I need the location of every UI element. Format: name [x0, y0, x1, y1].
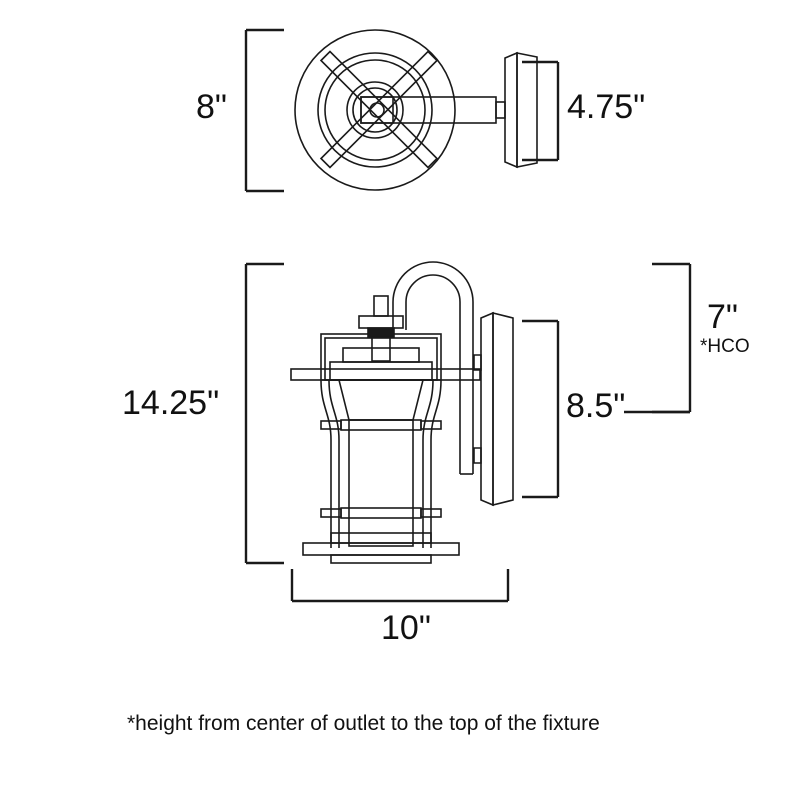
dimension-bracket-height-front	[244, 28, 284, 193]
front-mounting-arm	[360, 96, 506, 124]
dimension-bracket-depth-front	[522, 60, 560, 162]
front-cage-straps	[319, 50, 439, 169]
finial-cap	[358, 295, 404, 362]
cage-side-rails	[320, 379, 442, 548]
lantern-bottom-plate	[302, 532, 460, 564]
dimension-label-height-front: 8"	[196, 88, 227, 126]
footnote-text: *height from center of outlet to the top…	[127, 712, 600, 735]
gooseneck-arm	[392, 261, 474, 475]
dimension-label-hco-note: *HCO	[700, 336, 750, 357]
side-backplate	[473, 311, 514, 507]
dimension-bracket-outlet-to-top	[652, 262, 692, 414]
glass-cylinder	[348, 419, 414, 547]
dimension-bracket-width-side	[290, 569, 510, 603]
front-fixture-rings	[294, 29, 456, 191]
side-view-group	[244, 261, 692, 603]
lantern-top-plate	[320, 333, 442, 381]
dimension-bracket-outlet-to-bottom	[522, 319, 560, 499]
front-view-group	[244, 28, 560, 193]
dimension-label-width-side: 10"	[381, 609, 431, 647]
dimension-label-depth-front: 4.75"	[567, 88, 646, 126]
cage-rail-upper	[320, 419, 442, 431]
glass-shoulder	[337, 379, 425, 421]
dimension-label-outlet-to-top: 7"	[707, 298, 738, 336]
lantern-roof-plate	[290, 368, 481, 381]
dimension-label-outlet-to-bottom: 8.5"	[566, 387, 626, 425]
dimension-label-height-side: 14.25"	[122, 384, 220, 422]
front-backplate	[504, 51, 538, 169]
dimension-bracket-height-side	[244, 262, 284, 565]
cage-rail-lower	[320, 507, 442, 519]
